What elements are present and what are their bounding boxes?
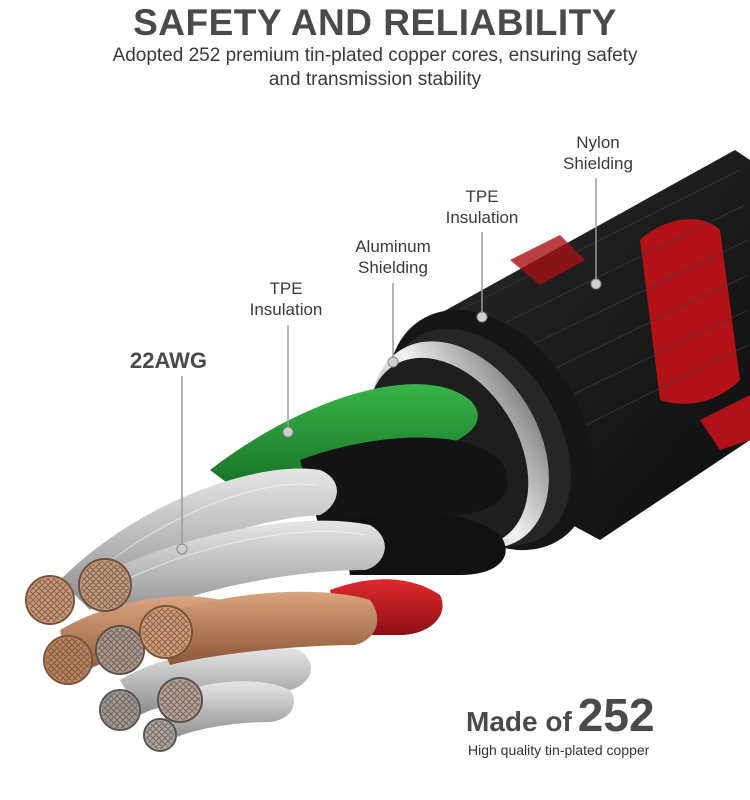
made-of-prefix: Made of <box>466 706 572 737</box>
aluminum-label-line-2: Shielding <box>358 258 428 277</box>
callout-pointers <box>181 178 597 549</box>
made-of-caption: High quality tin-plated copper <box>468 742 650 758</box>
made-of-number: 252 <box>577 689 655 741</box>
aluminum-callout-dot <box>387 356 399 368</box>
tpe-outer-label-line-2: Insulation <box>445 208 519 227</box>
tpe-inner-insulation-label: TPE Insulation <box>226 278 346 320</box>
nylon-label-line-2: Shielding <box>563 154 633 173</box>
black-wire <box>300 437 508 530</box>
aluminum-shielding-label: Aluminum Shielding <box>328 236 458 278</box>
tpe-inner-label-line-1: TPE <box>269 279 303 298</box>
subheadline-line-1: Adopted 252 premium tin-plated copper co… <box>112 45 638 66</box>
gauge-label: 22AWG <box>130 348 208 373</box>
nylon-label-line-1: Nylon <box>576 133 620 152</box>
callout-dots <box>176 278 602 555</box>
black-wire-2 <box>340 511 506 575</box>
gauge-callout-dot <box>176 543 188 555</box>
tpe-inner-label-line-2: Insulation <box>249 300 323 319</box>
tpe-outer-insulation-label: TPE Insulation <box>422 186 542 228</box>
nylon-shielding-label: Nylon Shielding <box>538 132 658 174</box>
aluminum-label-line-1: Aluminum <box>355 237 431 256</box>
headline: SAFETY AND RELIABILITY <box>133 2 617 43</box>
subheadline-line-2: and transmission stability <box>268 69 482 90</box>
subheadline: Adopted 252 premium tin-plated copper co… <box>0 44 750 92</box>
nylon-callout-dot <box>590 278 602 290</box>
tpe-outer-callout-dot <box>476 311 488 323</box>
strand-ends <box>25 558 203 752</box>
tpe-inner-callout-dot <box>282 426 294 438</box>
tpe-outer-label-line-1: TPE <box>465 187 499 206</box>
